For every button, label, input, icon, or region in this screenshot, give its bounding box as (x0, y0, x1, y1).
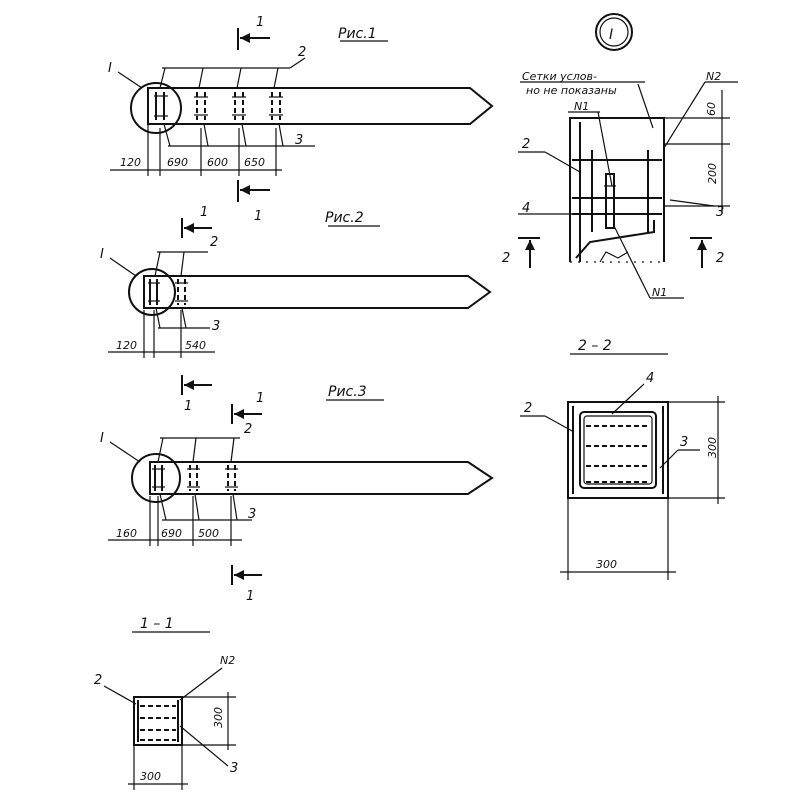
detail-I-note-line2: но не показаны (526, 84, 617, 97)
figure-2-dim-0: 120 (116, 339, 137, 352)
detail-I-dim-1: 200 (706, 163, 719, 184)
detail-I-anchor-plate (605, 173, 615, 229)
figure-1-section-mark-bottom: 1 (254, 209, 262, 224)
section-1-1-position-2: 2 (94, 673, 102, 688)
figure-1-title: Рис.1 (338, 26, 377, 42)
figure-3-node-label: I (100, 431, 104, 446)
figure-3-section-mark-bottom: 1 (246, 589, 254, 604)
section-1-1-position-3: 3 (230, 761, 238, 776)
figure-3-pile-outline (149, 461, 494, 495)
section-2-2-height: 300 (706, 437, 719, 458)
section-2-2-width: 300 (596, 558, 617, 571)
figure-3-meshes (152, 465, 238, 491)
figure-1-position-2: 2 (298, 45, 306, 60)
detail-I-section-mark-right: 2 (716, 251, 724, 266)
figure-2-position-3: 3 (212, 319, 220, 334)
figure-1-pile-outline (147, 87, 494, 125)
figure-3: Рис.3 1 1 I 2 3 160 690 (100, 384, 494, 604)
figure-2-meshes (148, 279, 188, 305)
detail-I-n2: N2 (706, 70, 721, 83)
figure-3-dim-1: 690 (161, 527, 182, 540)
section-1-1: 1 – 1 2 N2 3 300 300 (94, 616, 238, 790)
section-2-2: 2 – 2 2 4 3 300 300 (520, 338, 725, 580)
figure-1-section-mark-top: 1 (256, 15, 264, 30)
detail-I-dim-0: 60 (705, 102, 718, 116)
figure-2-dim-1: 540 (185, 339, 206, 352)
detail-I: I Сетки услов- но не показаны N2 N1 2 4 … (502, 13, 738, 299)
figure-2-node-label: I (100, 247, 104, 262)
figure-2-section-mark-bottom: 1 (184, 399, 192, 414)
figure-3-title: Рис.3 (328, 384, 367, 400)
section-1-1-n2: N2 (220, 654, 235, 667)
section-1-1-outline (133, 696, 183, 746)
figure-2-section-mark-top: 1 (200, 205, 208, 220)
figure-1-node-label: I (108, 61, 112, 76)
figure-1-position-3: 3 (295, 133, 303, 148)
detail-I-position-4: 4 (522, 201, 530, 216)
section-1-1-title: 1 – 1 (140, 616, 174, 632)
figure-3-position-2: 2 (244, 422, 252, 437)
figure-1-node-circle (130, 82, 182, 134)
figure-1-dim-3: 650 (244, 156, 265, 169)
section-2-2-outline (567, 401, 669, 499)
detail-I-outline (569, 117, 665, 262)
figure-2-node-circle (128, 268, 176, 316)
detail-I-n1-top: N1 (574, 100, 589, 113)
detail-I-n1-bottom: N1 (652, 286, 667, 299)
figure-3-section-mark-top: 1 (256, 391, 264, 406)
detail-I-position-3: 3 (716, 205, 724, 220)
section-1-1-width: 300 (140, 770, 161, 783)
figure-2-title: Рис.2 (325, 210, 364, 226)
section-2-2-stirrup (579, 411, 657, 489)
figure-1-meshes (154, 92, 283, 120)
section-2-2-position-2: 2 (524, 401, 532, 416)
figure-3-dim-0: 160 (116, 527, 137, 540)
figure-1-dim-1: 690 (167, 156, 188, 169)
figure-3-position-3: 3 (248, 507, 256, 522)
figure-3-dim-2: 500 (198, 527, 219, 540)
section-1-1-height: 300 (212, 707, 225, 728)
figure-1-dim-0: 120 (120, 156, 141, 169)
section-2-2-position-3: 3 (680, 435, 688, 450)
detail-I-circle (595, 13, 633, 51)
figure-1: Рис.1 1 1 I 2 (108, 15, 494, 224)
figure-3-node-circle (131, 453, 181, 503)
figure-2: Рис.2 1 1 I 2 3 120 540 (100, 205, 492, 414)
section-2-2-title: 2 – 2 (578, 338, 612, 354)
detail-I-position-2: 2 (522, 137, 530, 152)
detail-I-note-line1: Сетки услов- (522, 70, 597, 83)
figure-2-pile-outline (143, 275, 492, 309)
detail-I-label: I (609, 27, 613, 43)
section-2-2-position-4: 4 (646, 371, 654, 386)
detail-I-section-mark-left: 2 (502, 251, 510, 266)
figure-1-dim-2: 600 (207, 156, 228, 169)
figure-2-position-2: 2 (210, 235, 218, 250)
